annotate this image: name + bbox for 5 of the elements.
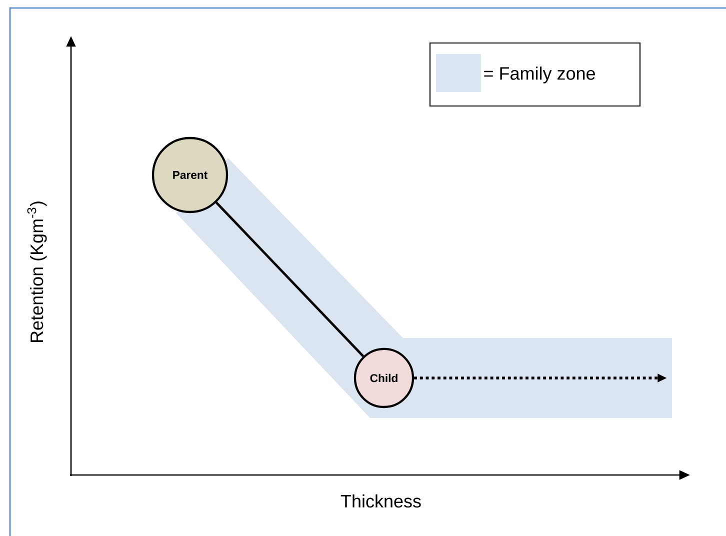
axis-label: Retention (Kgm$^{-3}$) <box>27 202 47 342</box>
legend-text: = Family zone <box>484 66 595 84</box>
circle-node: Parent <box>152 136 228 214</box>
axis-label: Thickness <box>340 494 421 508</box>
circle-node: Child <box>354 348 414 408</box>
